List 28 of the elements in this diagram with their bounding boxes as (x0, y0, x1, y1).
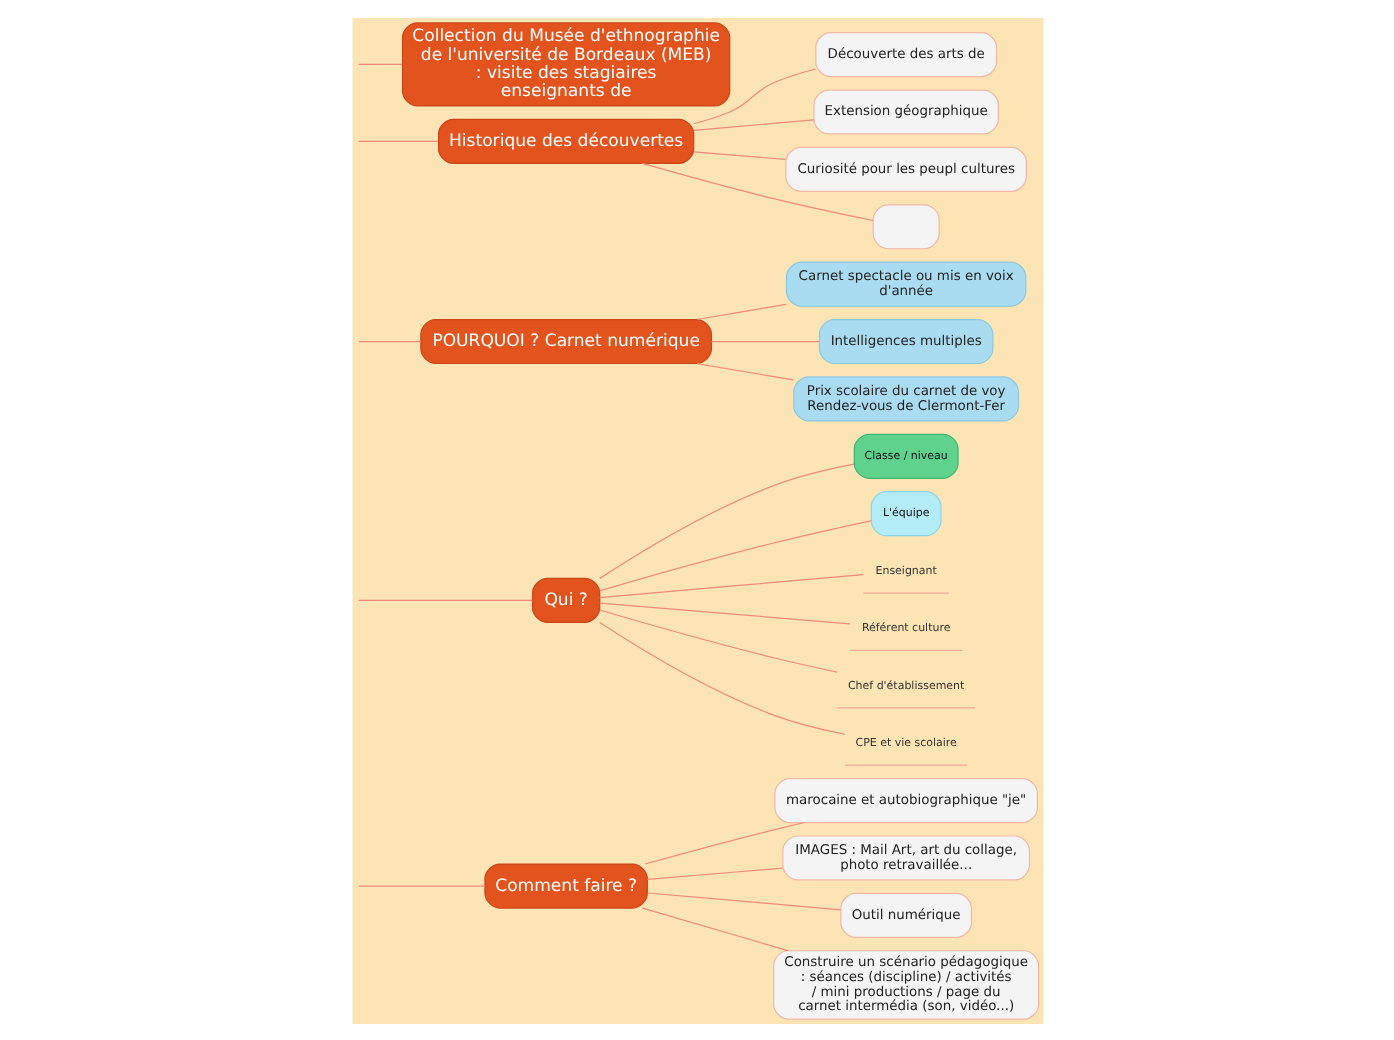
connector (357, 884, 485, 886)
connector (645, 891, 841, 910)
connector (598, 462, 854, 578)
connector (598, 601, 850, 624)
connector (692, 67, 816, 124)
connector (598, 620, 845, 734)
connector (598, 608, 837, 672)
connector (709, 339, 819, 342)
node-box: POURQUOI ? Carnet numérique (419, 317, 712, 364)
connector (357, 339, 421, 342)
connector (695, 302, 786, 320)
connector (357, 598, 532, 600)
node-box (871, 203, 939, 249)
node-box: Historique des découvertes (436, 117, 694, 163)
connector (641, 906, 788, 951)
node-box: Qui ? (530, 576, 600, 622)
connector (357, 62, 402, 64)
connector (357, 139, 438, 141)
connector (692, 150, 785, 160)
connector (645, 866, 783, 879)
node-box: Comment faire ? (483, 862, 647, 908)
connector (695, 361, 793, 380)
connector (692, 118, 814, 130)
connector (643, 820, 804, 864)
connector (598, 573, 863, 598)
connector (598, 519, 871, 591)
connector (640, 161, 873, 221)
node-box: Collection du Musée d'ethnographie de l'université de Bordeaux (MEB) : visite des stagiaires enseignants de (400, 21, 730, 106)
